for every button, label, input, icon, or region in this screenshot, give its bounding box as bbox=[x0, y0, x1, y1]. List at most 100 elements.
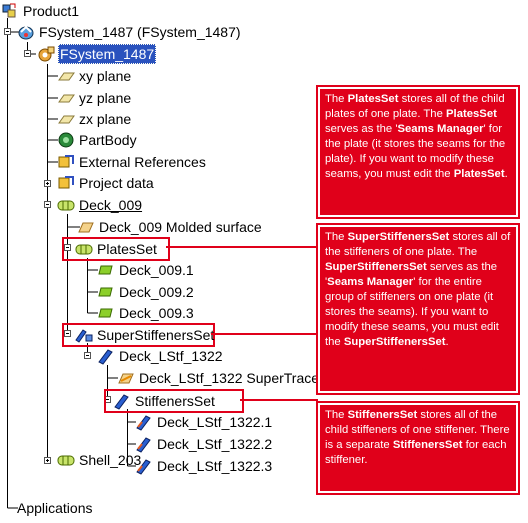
tree-node-stf-2[interactable]: Deck_LStf_1322.2 bbox=[134, 434, 273, 454]
tree-label: Deck_009 bbox=[79, 197, 143, 213]
callout-bold-text: Seams Manager bbox=[397, 123, 484, 135]
tree-label: xy plane bbox=[79, 68, 132, 84]
callout-text: The bbox=[325, 93, 348, 105]
tree-label: Deck_LStf_1322.3 bbox=[157, 458, 273, 474]
tree-label: External References bbox=[79, 154, 206, 170]
fsystem-product-icon bbox=[16, 23, 36, 41]
tree-node-zx-plane[interactable]: zx plane bbox=[56, 109, 132, 129]
tree-node-supertrace[interactable]: Deck_LStf_1322 SuperTrace bbox=[116, 368, 320, 388]
tree-node-stiffenersset[interactable]: StiffenersSet bbox=[104, 389, 244, 413]
callout-text: stores all of the child plates of one pl… bbox=[325, 93, 505, 120]
callout-connector bbox=[211, 333, 318, 335]
callout-connector bbox=[240, 399, 318, 401]
expander-minus-icon[interactable] bbox=[64, 244, 71, 251]
tree-label: Deck_LStf_1322.1 bbox=[157, 414, 273, 430]
callout-text: for each stiffener. bbox=[325, 439, 507, 466]
stiffener-icon bbox=[134, 435, 154, 453]
callout-text: ' for the plate (it stores the seams for… bbox=[325, 123, 506, 180]
tree-label: Deck_009.1 bbox=[119, 262, 194, 278]
partbody-gear-icon bbox=[56, 131, 76, 149]
callout-text: serves as the ' bbox=[325, 261, 498, 288]
tree-node-partbody[interactable]: PartBody bbox=[56, 130, 138, 150]
expander-minus-icon[interactable] bbox=[4, 28, 11, 35]
tree-label: Product1 bbox=[23, 3, 80, 19]
surface-icon bbox=[76, 218, 96, 236]
callout-bold-text: SuperStiffenersSet bbox=[343, 336, 446, 348]
tree-node-plate-3[interactable]: Deck_009.3 bbox=[96, 303, 195, 323]
plate-icon bbox=[96, 304, 116, 322]
stiffener-icon bbox=[134, 457, 154, 475]
tree-label: Deck_009.2 bbox=[119, 284, 194, 300]
callout-text: The bbox=[325, 409, 348, 421]
superstiffenersset-callout: The SuperStiffenersSet stores all of the… bbox=[316, 223, 520, 395]
tree-label: Deck_LStf_1322 SuperTrace bbox=[139, 370, 320, 386]
callout-bold-text: Seams Manager bbox=[327, 276, 414, 288]
stiffener-icon bbox=[96, 347, 116, 365]
callout-text: ' for the entire group of stiffeners on … bbox=[325, 276, 499, 348]
platesset-icon bbox=[74, 240, 94, 258]
tree-node-yz-plane[interactable]: yz plane bbox=[56, 88, 132, 108]
callout-connector bbox=[166, 246, 318, 248]
tree-node-external-references[interactable]: External References bbox=[56, 152, 207, 172]
tree-node-fsystem-parent[interactable]: FSystem_1487 (FSystem_1487) bbox=[16, 22, 242, 42]
tree-label: zx plane bbox=[79, 111, 132, 127]
tree-label: StiffenersSet bbox=[135, 393, 215, 409]
stiffenersset-icon bbox=[112, 392, 132, 410]
expander-minus-icon[interactable] bbox=[84, 352, 91, 359]
callout-text: serves as the ' bbox=[325, 123, 398, 135]
callout-text: stores all of the stiffeners of one plat… bbox=[325, 231, 511, 258]
platesset-callout: The PlatesSet stores all of the child pl… bbox=[316, 85, 520, 219]
callout-text: . bbox=[445, 336, 449, 348]
plate-icon bbox=[96, 283, 116, 301]
expander-plus-icon[interactable] bbox=[44, 180, 51, 187]
expander-minus-icon[interactable] bbox=[24, 50, 31, 57]
trace-icon bbox=[116, 369, 136, 387]
product-icon bbox=[0, 2, 20, 20]
superstiffeners-icon bbox=[74, 326, 94, 344]
callout-bold-text: PlatesSet bbox=[453, 168, 505, 180]
tree-node-deck[interactable]: Deck_009 bbox=[56, 195, 143, 215]
callout-bold-text: SuperStiffenersSet bbox=[347, 231, 450, 243]
expander-minus-icon[interactable] bbox=[64, 330, 71, 337]
tree-label: Deck_LStf_1322 bbox=[119, 348, 223, 364]
tree-label: FSystem_1487 (FSystem_1487) bbox=[39, 24, 241, 40]
stiffener-icon bbox=[134, 413, 154, 431]
tree-node-shell[interactable]: Shell_203 bbox=[56, 450, 142, 470]
callout-bold-text: SuperStiffenersSet bbox=[325, 261, 427, 273]
expander-minus-icon[interactable] bbox=[44, 201, 51, 208]
tree-node-plate-2[interactable]: Deck_009.2 bbox=[96, 282, 195, 302]
tree-label-selected: FSystem_1487 bbox=[58, 44, 157, 64]
tree-label: PartBody bbox=[79, 132, 137, 148]
tree-node-lstf[interactable]: Deck_LStf_1322 bbox=[96, 346, 224, 366]
tree-label: Applications bbox=[17, 500, 93, 516]
callout-bold-text: PlatesSet bbox=[446, 108, 497, 120]
deck-plate-icon bbox=[56, 196, 76, 214]
tree-label: Deck_009.3 bbox=[119, 305, 194, 321]
tree-label: yz plane bbox=[79, 90, 132, 106]
tree-node-platesset[interactable]: PlatesSet bbox=[62, 237, 170, 261]
tree-node-molded-surface[interactable]: Deck_009 Molded surface bbox=[76, 217, 263, 237]
tree-node-applications[interactable]: Applications bbox=[16, 498, 94, 518]
expander-plus-icon[interactable] bbox=[44, 457, 51, 464]
tree-node-xy-plane[interactable]: xy plane bbox=[56, 66, 132, 86]
plate-icon bbox=[96, 261, 116, 279]
part-gear-icon bbox=[36, 45, 56, 63]
tree-label: SuperStiffenersSet bbox=[97, 327, 215, 343]
shell-icon bbox=[56, 451, 76, 469]
tree-label: Deck_009 Molded surface bbox=[99, 219, 262, 235]
callout-text: . bbox=[504, 168, 508, 180]
plane-icon bbox=[56, 67, 76, 85]
stiffenersset-callout: The StiffenersSet stores all of the chil… bbox=[316, 401, 520, 495]
tree-label: Deck_LStf_1322.2 bbox=[157, 436, 273, 452]
tree-node-fsystem[interactable]: FSystem_1487 bbox=[36, 44, 157, 64]
tree-node-superstiffenersset[interactable]: SuperStiffenersSet bbox=[62, 323, 215, 347]
tree-node-stf-1[interactable]: Deck_LStf_1322.1 bbox=[134, 412, 273, 432]
callout-text: stores all of the child stiffeners of on… bbox=[325, 409, 510, 451]
tree-node-plate-1[interactable]: Deck_009.1 bbox=[96, 260, 195, 280]
plane-icon bbox=[56, 89, 76, 107]
tree-node-stf-3[interactable]: Deck_LStf_1322.3 bbox=[134, 456, 273, 476]
plane-icon bbox=[56, 110, 76, 128]
tree-node-product[interactable]: Product1 bbox=[0, 1, 80, 21]
tree-node-project-data[interactable]: Project data bbox=[56, 173, 155, 193]
callout-text: The bbox=[325, 231, 348, 243]
